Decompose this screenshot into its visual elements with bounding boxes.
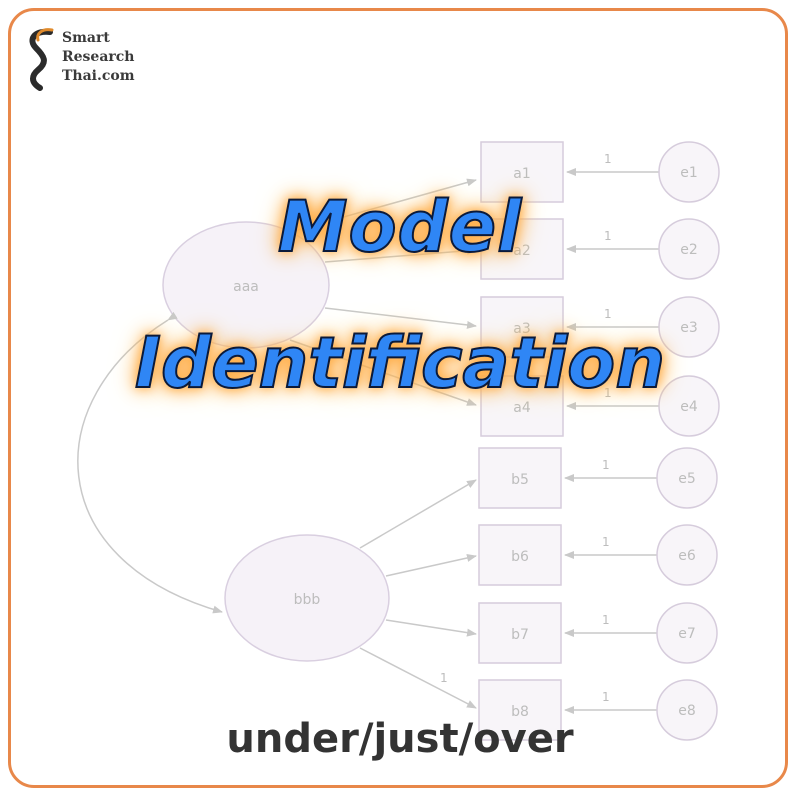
latent-aaa-label: aaa (233, 279, 259, 295)
error-paths (564, 168, 659, 714)
loading-bbb-b5 (359, 479, 477, 549)
indicator-a1: a1 (480, 141, 564, 203)
svg-text:a1: a1 (513, 166, 531, 182)
svg-text:a2: a2 (513, 243, 531, 259)
svg-text:e7: e7 (678, 626, 696, 642)
loading-aaa-a2 (324, 246, 477, 263)
error-e3: e3 (658, 296, 720, 358)
error-e7: e7 (656, 602, 718, 664)
indicator-a3: a3 (480, 296, 564, 358)
error-e2: e2 (658, 218, 720, 280)
svg-text:1: 1 (604, 386, 612, 400)
card-frame (8, 8, 788, 788)
smartresearchthai-logo: Smart Research Thai.com (22, 26, 162, 92)
indicator-b6: b6 (478, 524, 562, 586)
svg-text:e5: e5 (678, 471, 696, 487)
loading-aaa-a1 (289, 178, 477, 233)
svg-text:1: 1 (604, 152, 612, 166)
svg-text:e6: e6 (678, 548, 696, 564)
title-line-2: Identification (134, 321, 666, 405)
svg-text:e1: e1 (680, 165, 698, 181)
svg-text:e4: e4 (680, 399, 698, 415)
logo-line-1: Smart (62, 30, 110, 46)
svg-text:1: 1 (602, 690, 610, 704)
error-e5: e5 (656, 447, 718, 509)
svg-text:1: 1 (602, 535, 610, 549)
svg-text:b8: b8 (511, 704, 529, 720)
svg-text:b5: b5 (511, 472, 529, 488)
indicator-a2: a2 (480, 218, 564, 280)
svg-text:b6: b6 (511, 549, 529, 565)
svg-text:1: 1 (604, 229, 612, 243)
indicator-a4: a4 (480, 375, 564, 437)
error-e8: e8 (656, 679, 718, 741)
svg-text:1: 1 (602, 458, 610, 472)
svg-text:e3: e3 (680, 320, 698, 336)
error-e4: e4 (658, 375, 720, 437)
error-path-labels: 1 1 1 1 1 1 1 1 (602, 152, 612, 704)
subtitle: under/just/over (226, 716, 574, 762)
loading-bbb-b7 (385, 619, 477, 637)
loading-aaa-a4 (289, 339, 477, 406)
svg-text:1: 1 (602, 613, 610, 627)
error-e1: e1 (658, 141, 720, 203)
svg-text:a3: a3 (513, 321, 531, 337)
indicator-b7: b7 (478, 602, 562, 664)
title-line-1: Model (277, 185, 523, 269)
loading-bbb-b6 (385, 554, 477, 577)
latent-bbb-label: bbb (294, 592, 321, 608)
error-e6: e6 (656, 524, 718, 586)
svg-text:b7: b7 (511, 627, 529, 643)
fixed-loading-label: 1 (440, 671, 448, 685)
indicator-b5: b5 (478, 447, 562, 509)
covariance-arrow (77, 311, 223, 614)
indicator-b8: b8 (478, 679, 562, 741)
logo-line-2: Research (62, 49, 135, 65)
logo-s-swirl-icon (29, 28, 54, 91)
svg-text:1: 1 (604, 307, 612, 321)
svg-text:a4: a4 (513, 400, 531, 416)
svg-text:e8: e8 (678, 703, 696, 719)
loading-aaa-a3 (324, 307, 477, 329)
logo-line-3: Thai.com (62, 68, 135, 84)
svg-text:e2: e2 (680, 242, 698, 258)
latent-bbb-ellipse (224, 534, 390, 662)
loading-bbb-b8 (359, 647, 477, 709)
